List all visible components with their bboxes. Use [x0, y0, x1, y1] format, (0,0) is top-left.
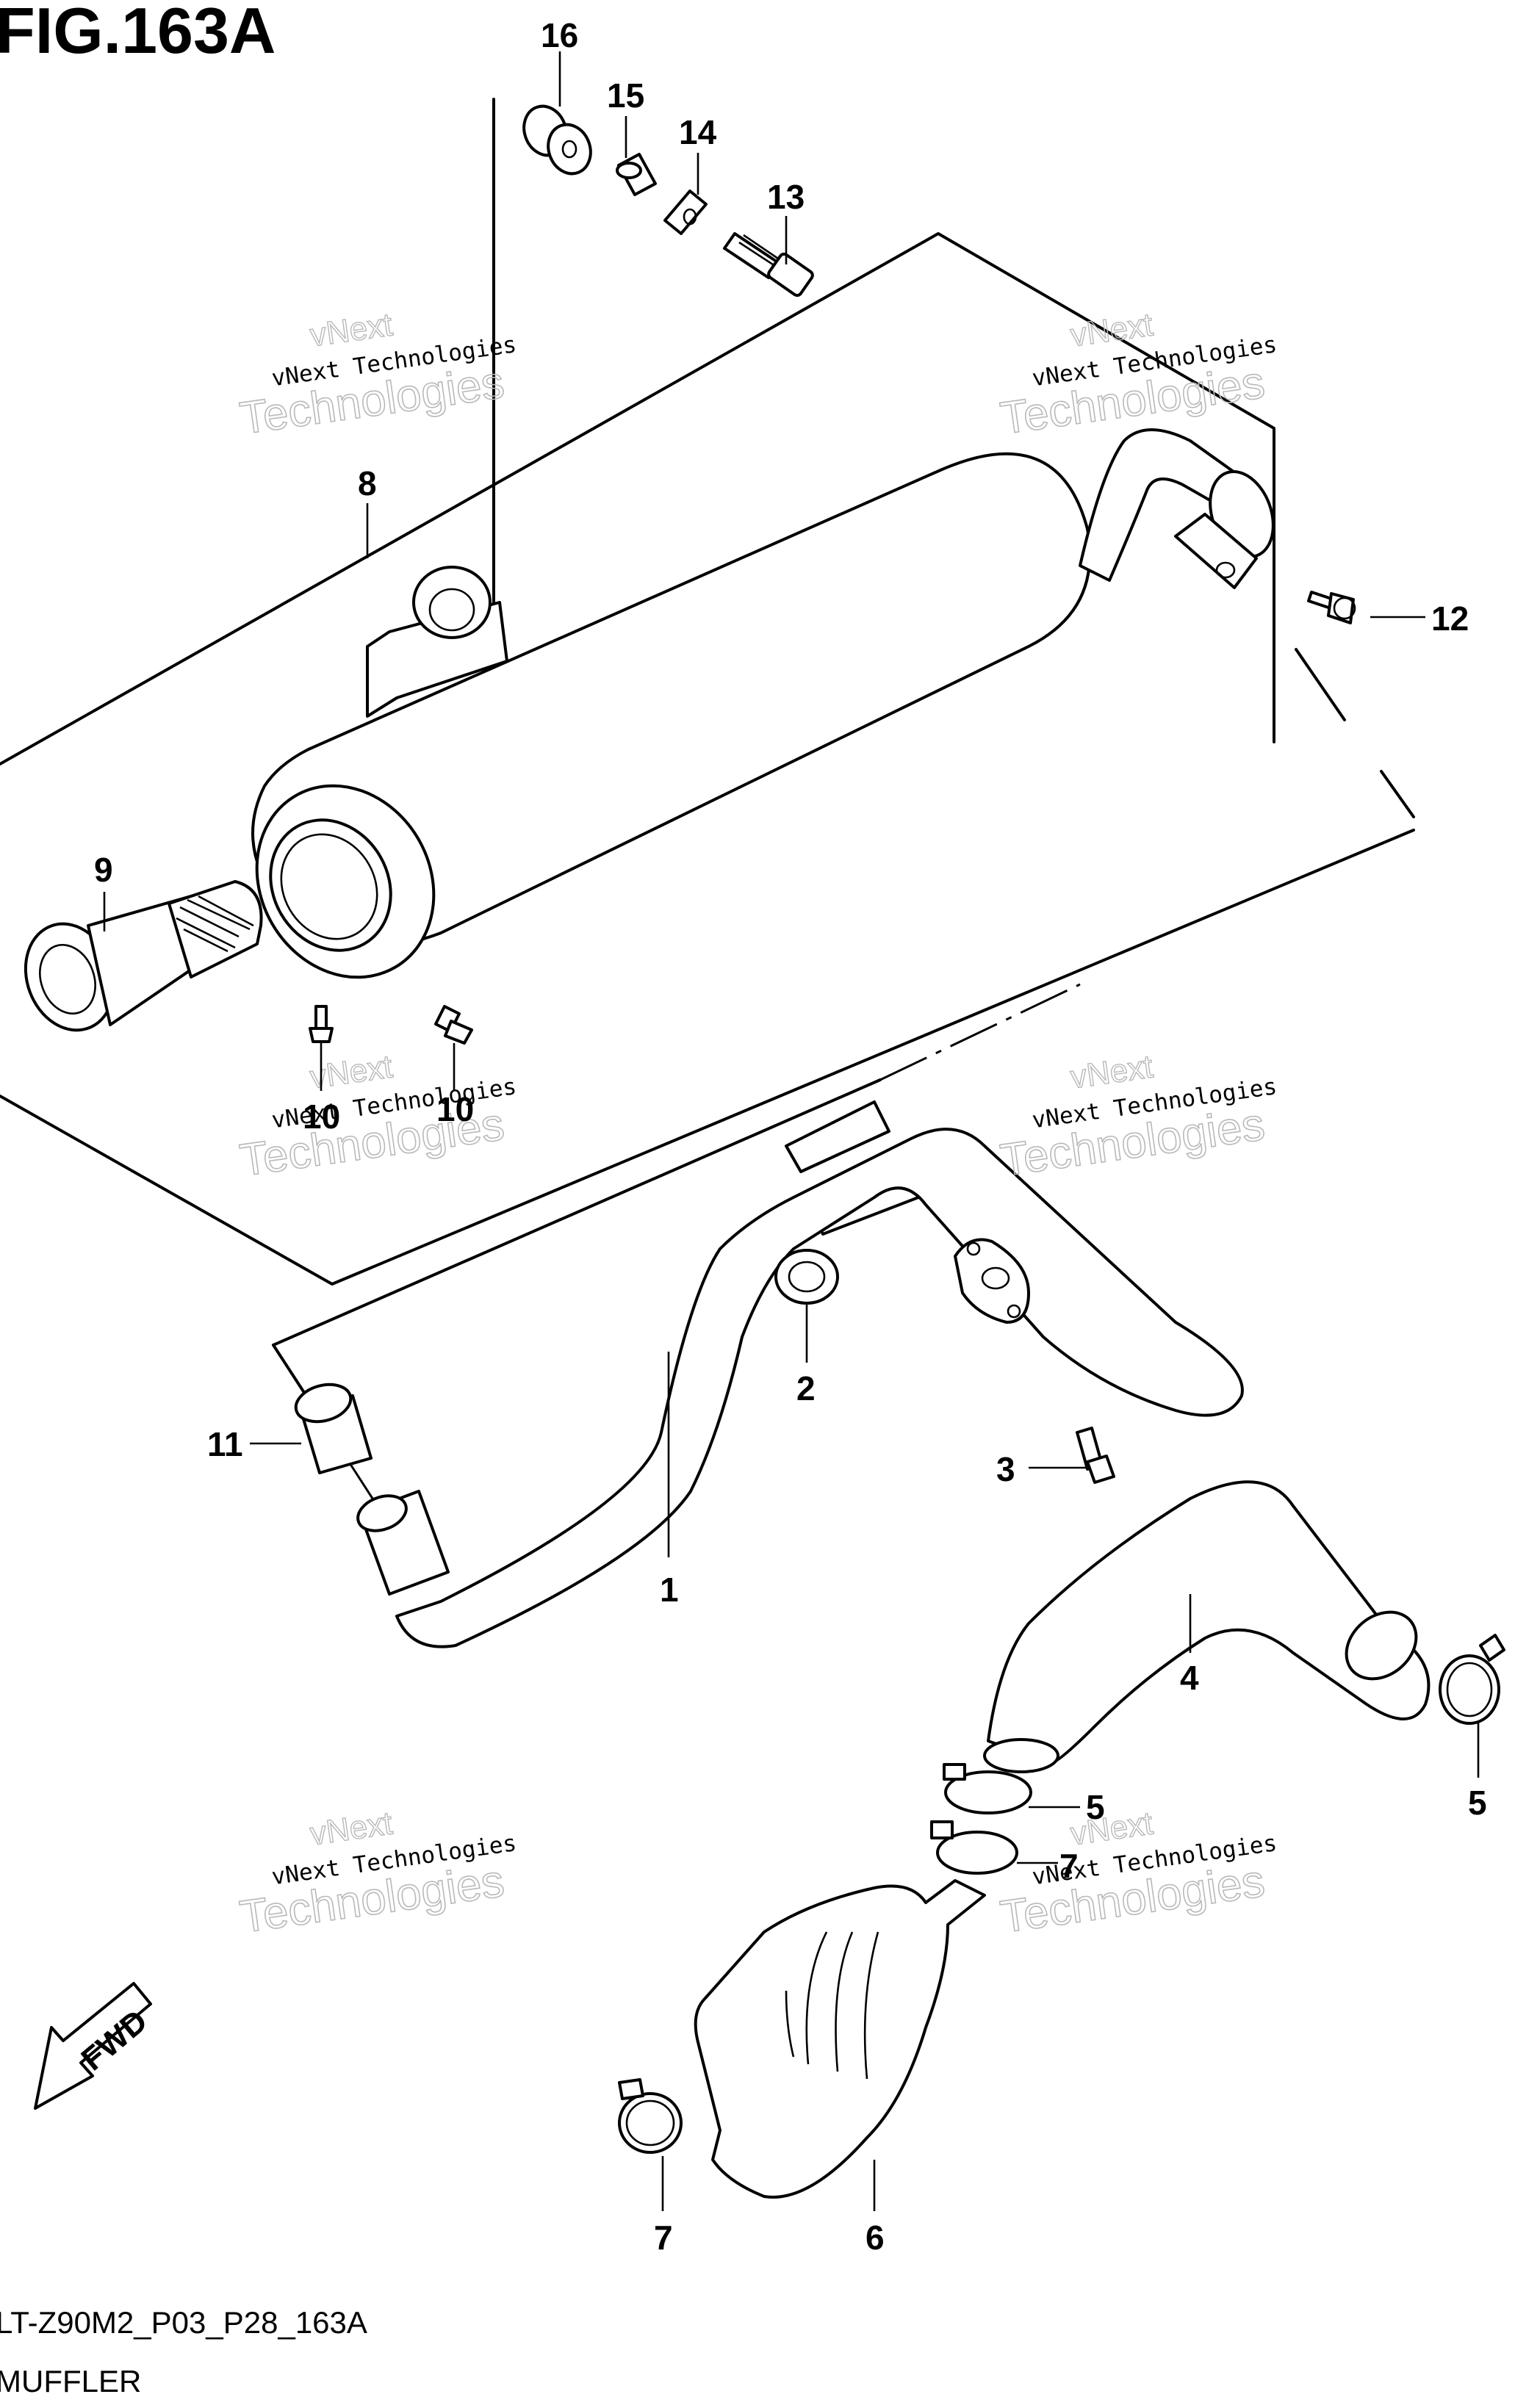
callout-15: 15: [607, 76, 644, 115]
figure-title: FIG.163A: [0, 0, 276, 67]
callout-16: 16: [541, 16, 578, 54]
watermark: vNext vNext Technologies Technologies: [997, 306, 1279, 445]
watermark: vNext vNext Technologies Technologies: [997, 1048, 1279, 1187]
exhaust-pipe-frame: [272, 98, 1081, 1514]
svg-text:vNext: vNext: [1068, 1805, 1155, 1852]
forward-direction-arrow: FWD: [34, 1982, 154, 2110]
clamps: [618, 1634, 1505, 2154]
damper-bolt-stack: [522, 104, 814, 298]
callout-14: 14: [679, 113, 717, 151]
watermark: vNext vNext Technologies Technologies: [237, 306, 519, 445]
callout-8: 8: [358, 464, 377, 502]
callout-10: 10: [436, 1090, 474, 1128]
svg-text:vNext: vNext: [1068, 306, 1155, 353]
callout-2: 2: [796, 1369, 816, 1407]
svg-text:vNext: vNext: [1068, 1048, 1155, 1095]
heat-protector: [694, 1879, 986, 2199]
gasket: [774, 1249, 839, 1305]
callout-9: 9: [94, 851, 113, 889]
figure-code: LT-Z90M2_P03_P28_163A: [0, 2305, 367, 2340]
muffler: [251, 428, 1275, 979]
callout-12: 12: [1431, 599, 1469, 638]
callout-1: 1: [660, 1571, 679, 1609]
callout-3: 3: [996, 1450, 1015, 1488]
callout-7: 7: [654, 2218, 673, 2257]
svg-text:vNext: vNext: [308, 1805, 395, 1852]
exhaust-pipe: [356, 1100, 1244, 1648]
callout-10: 10: [303, 1097, 340, 1136]
figure-name: MUFFLER: [0, 2364, 141, 2398]
screws: [309, 1005, 473, 1045]
watermark: vNext vNext Technologies Technologies: [997, 1805, 1279, 1944]
callout-7: 7: [1059, 1847, 1079, 1885]
flange-bolt: [1076, 1427, 1115, 1484]
callout-11: 11: [207, 1425, 243, 1463]
callout-5: 5: [1086, 1788, 1105, 1826]
callout-4: 4: [1180, 1659, 1199, 1697]
sleeve: [294, 1383, 373, 1474]
svg-text:vNext: vNext: [308, 306, 395, 353]
callout-13: 13: [767, 178, 805, 216]
spark-arrester: [24, 880, 263, 1032]
callout-5: 5: [1468, 1784, 1487, 1822]
mounting-bolt: [1307, 591, 1356, 624]
callouts: 1 2 3 4 5 5 6 7 7 8 9 10 10 11 12 13 14 …: [94, 16, 1487, 2257]
watermark: vNext vNext Technologies Technologies: [237, 1048, 519, 1187]
watermark: vNext vNext Technologies Technologies: [237, 1805, 519, 1944]
connecting-pipe: [983, 1480, 1431, 1773]
callout-6: 6: [866, 2218, 885, 2257]
muffler-assembly-frame: [0, 232, 1415, 1286]
leader-lines: [103, 51, 1480, 2211]
